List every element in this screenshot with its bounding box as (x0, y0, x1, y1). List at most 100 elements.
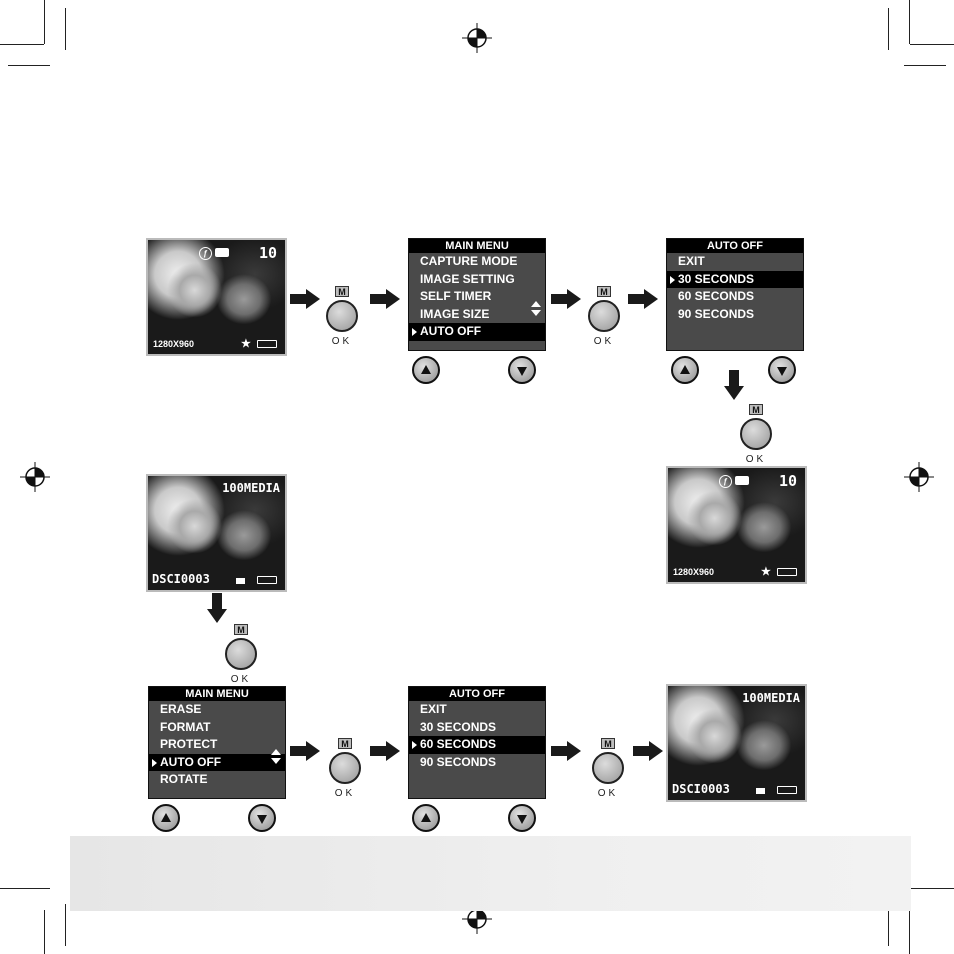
capture-result-screen: ƒ 10 1280X960 ★ (666, 466, 807, 584)
registration-mark-icon (462, 23, 492, 53)
menu-item-60-seconds[interactable]: 60 SECONDS (409, 736, 545, 754)
menu-key-label: M (597, 286, 611, 297)
down-button[interactable] (248, 804, 276, 832)
protect-icon (236, 578, 245, 584)
flash-icon: ƒ (719, 475, 732, 488)
filename-label: DSCI0003 (152, 572, 210, 586)
flow-arrow (551, 289, 581, 309)
up-button[interactable] (412, 804, 440, 832)
menu-key-label: M (335, 286, 349, 297)
ok-button-circle[interactable] (329, 752, 361, 784)
flow-arrow (370, 741, 400, 761)
main-menu-capture-screen: MAIN MENU CAPTURE MODE IMAGE SETTING SEL… (408, 238, 546, 351)
down-button[interactable] (768, 356, 796, 384)
menu-item-protect[interactable]: PROTECT (160, 737, 218, 751)
crop-mark (888, 8, 889, 50)
menu-item-format[interactable]: FORMAT (160, 719, 211, 734)
up-arrow-icon (161, 813, 171, 822)
crop-mark (8, 65, 50, 66)
menu-item-auto-off[interactable]: AUTO OFF (409, 323, 545, 341)
footer-band (70, 836, 911, 911)
battery-icon (257, 576, 277, 584)
battery-icon (257, 340, 277, 348)
flow-arrow-down (724, 370, 744, 400)
battery-icon (777, 786, 797, 794)
menu-item-30-seconds[interactable]: 30 SECONDS (667, 270, 803, 288)
folder-label: 100MEDIA (222, 481, 280, 495)
up-arrow-icon (421, 365, 431, 374)
flash-icon: ƒ (199, 247, 212, 260)
main-menu-playback-screen: MAIN MENU ERASE FORMAT PROTECT AUTO OFF … (148, 686, 286, 799)
menu-key-label: M (338, 738, 352, 749)
menu-item-rotate[interactable]: ROTATE (160, 772, 208, 786)
battery-icon (777, 568, 797, 576)
crop-mark (910, 888, 954, 889)
playback-result-screen: 100MEDIA DSCI0003 (666, 684, 807, 802)
auto-off-capture-screen: AUTO OFF EXIT 30 SECONDS 60 SECONDS 90 S… (666, 238, 804, 351)
crop-mark (904, 65, 946, 66)
scroll-arrows-icon (271, 749, 281, 764)
camera-icon (215, 248, 229, 257)
menu-item-auto-off[interactable]: AUTO OFF (149, 753, 285, 771)
flow-arrow (290, 741, 320, 761)
menu-ok-button[interactable]: M OK (325, 738, 365, 808)
capture-preview-screen: ƒ 10 1280X960 ★ (146, 238, 287, 356)
menu-item-capture-mode[interactable]: CAPTURE MODE (420, 254, 518, 268)
menu-ok-button[interactable]: M OK (584, 286, 624, 356)
ok-button-circle[interactable] (588, 300, 620, 332)
menu-item-30-seconds[interactable]: 30 SECONDS (420, 719, 497, 734)
menu-item-self-timer[interactable]: SELF TIMER (420, 289, 492, 303)
down-button[interactable] (508, 804, 536, 832)
menu-title: AUTO OFF (409, 687, 545, 701)
menu-item-erase[interactable]: ERASE (160, 702, 202, 716)
registration-mark-icon (904, 462, 934, 492)
crop-mark (909, 910, 910, 954)
menu-title: AUTO OFF (667, 239, 803, 253)
flow-arrow (633, 741, 663, 761)
ok-button-circle[interactable] (740, 418, 772, 450)
menu-item-image-size[interactable]: IMAGE SIZE (420, 306, 490, 321)
crop-mark (888, 904, 889, 946)
flow-arrow (290, 289, 320, 309)
crop-mark (65, 8, 66, 50)
menu-key-label: M (601, 738, 615, 749)
quality-star-icon: ★ (761, 566, 771, 578)
shot-count: 10 (258, 244, 277, 262)
registration-mark-icon (20, 462, 50, 492)
menu-ok-button[interactable]: M OK (588, 738, 628, 808)
shot-count: 10 (778, 472, 797, 490)
up-button[interactable] (152, 804, 180, 832)
menu-item-90-seconds[interactable]: 90 SECONDS (678, 306, 755, 321)
flow-arrow-down (207, 593, 227, 623)
ok-label: OK (593, 336, 615, 347)
menu-key-label: M (749, 404, 763, 415)
menu-item-image-setting[interactable]: IMAGE SETTING (420, 271, 515, 286)
down-arrow-icon (517, 367, 527, 376)
up-arrow-icon (680, 365, 690, 374)
menu-item-60-seconds[interactable]: 60 SECONDS (678, 289, 755, 303)
crop-mark (44, 910, 45, 954)
flow-arrow (370, 289, 400, 309)
ok-button-circle[interactable] (592, 752, 624, 784)
ok-button-circle[interactable] (225, 638, 257, 670)
crop-mark (909, 0, 910, 44)
menu-ok-button[interactable]: M OK (322, 286, 362, 356)
menu-item-exit[interactable]: EXIT (420, 702, 447, 716)
menu-ok-button[interactable]: M OK (736, 404, 776, 474)
menu-item-90-seconds[interactable]: 90 SECONDS (420, 754, 497, 769)
protect-icon (756, 788, 765, 794)
quality-star-icon: ★ (241, 338, 251, 350)
crop-mark (8, 888, 50, 889)
ok-label: OK (745, 454, 767, 465)
up-button[interactable] (412, 356, 440, 384)
up-button[interactable] (671, 356, 699, 384)
auto-off-playback-screen: AUTO OFF EXIT 30 SECONDS 60 SECONDS 90 S… (408, 686, 546, 799)
menu-item-exit[interactable]: EXIT (678, 254, 705, 268)
crop-mark (65, 904, 66, 946)
flow-arrow (628, 289, 658, 309)
menu-ok-button[interactable]: M OK (221, 624, 261, 694)
down-button[interactable] (508, 356, 536, 384)
ok-button-circle[interactable] (326, 300, 358, 332)
crop-mark (0, 44, 44, 45)
ok-label: OK (334, 788, 356, 799)
